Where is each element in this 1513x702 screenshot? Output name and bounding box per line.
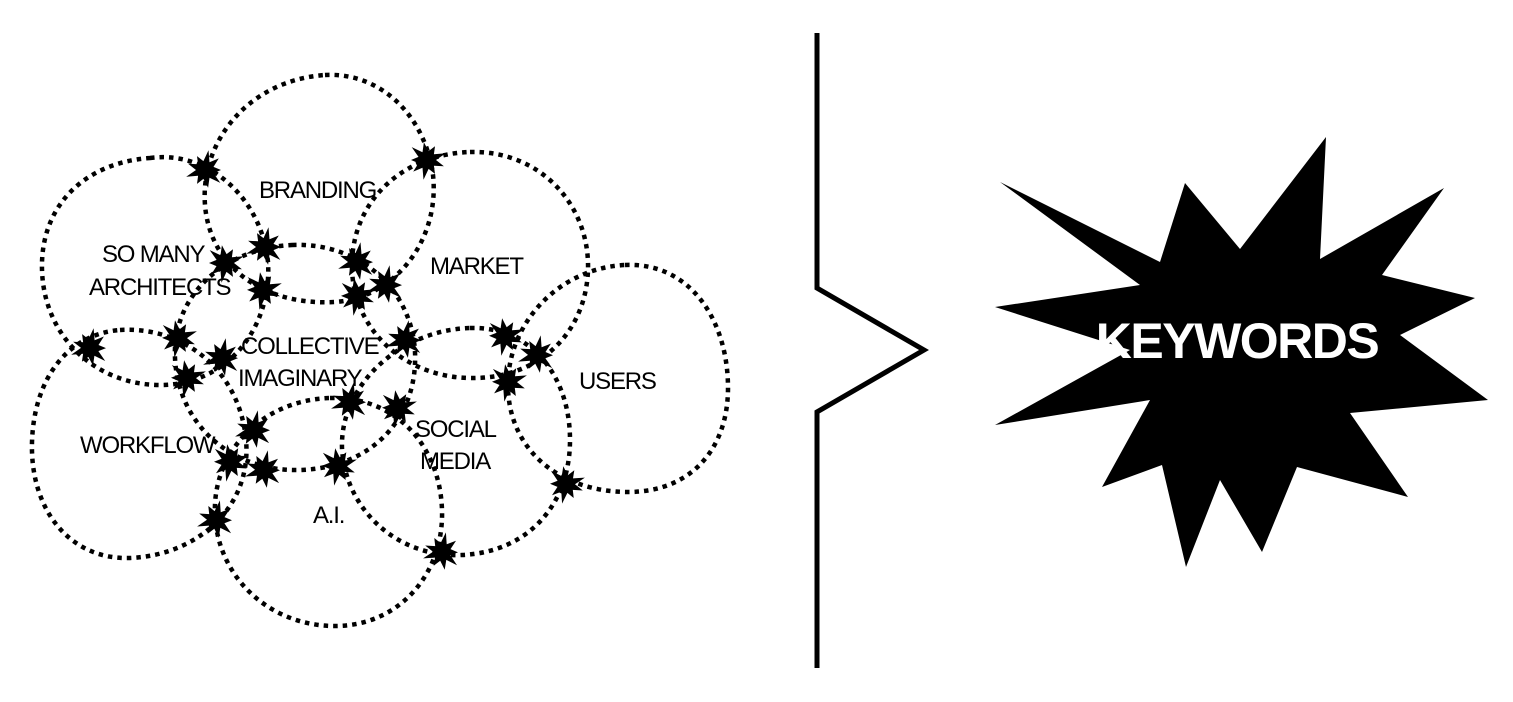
- label-collective-line2: IMAGINARY: [238, 365, 363, 392]
- overlapping-circles: [29, 72, 731, 629]
- label-so-many-line2: ARCHITECTS: [89, 274, 231, 301]
- intersection-starburst-icon: [162, 320, 197, 358]
- circle-labels: BRANDING SO MANY ARCHITECTS MARKET COLLE…: [80, 177, 657, 529]
- intersection-starburst-icon: [411, 142, 446, 180]
- intersection-starburst-icon: [247, 272, 282, 310]
- circle-so-many-architects: [39, 154, 271, 388]
- label-social-line2: MEDIA: [420, 448, 491, 475]
- circle-branding: [202, 72, 436, 305]
- intersection-starburst-icon: [382, 390, 417, 428]
- intersection-starburst-icon: [235, 410, 270, 448]
- keywords-starburst: [995, 137, 1488, 567]
- circle-social-media: [339, 325, 573, 558]
- label-users: USERS: [579, 368, 656, 395]
- intersection-starburst-icon: [246, 227, 281, 265]
- intersection-starburst-icon: [423, 532, 458, 570]
- label-so-many-line1: SO MANY: [102, 241, 205, 268]
- intersection-starburst-icon: [338, 242, 373, 280]
- intersection-markers: [71, 142, 585, 570]
- intersection-starburst-icon: [186, 150, 221, 188]
- intersection-starburst-icon: [331, 382, 366, 420]
- intersection-starburst-icon: [386, 320, 421, 358]
- intersection-starburst-icon: [550, 466, 585, 504]
- intersection-starburst-icon: [322, 448, 357, 486]
- keywords-label: KEYWORDS: [1096, 313, 1379, 369]
- intersection-starburst-icon: [203, 338, 238, 376]
- circle-users: [505, 262, 731, 495]
- circle-collective-imaginary: [172, 242, 418, 473]
- circle-workflow: [29, 327, 249, 561]
- intersection-starburst-icon: [71, 328, 106, 366]
- label-collective-line1: COLLECTIVE: [241, 333, 379, 360]
- label-market: MARKET: [430, 253, 524, 280]
- arrow-divider: [814, 33, 929, 668]
- intersection-starburst-icon: [367, 265, 402, 303]
- intersection-starburst-icon: [214, 444, 249, 482]
- intersection-starburst-icon: [209, 245, 244, 283]
- intersection-starburst-icon: [492, 364, 527, 402]
- intersection-starburst-icon: [489, 318, 524, 356]
- intersection-starburst-icon: [518, 335, 553, 373]
- label-branding: BRANDING: [259, 177, 376, 204]
- intersection-starburst-icon: [245, 450, 280, 488]
- intersection-starburst-icon: [341, 278, 376, 316]
- intersection-starburst-icon: [171, 360, 206, 398]
- label-social-line1: SOCIAL: [415, 416, 497, 443]
- label-workflow: WORKFLOW: [80, 432, 216, 459]
- intersection-starburst-icon: [197, 500, 232, 538]
- label-ai: A.I.: [313, 502, 344, 529]
